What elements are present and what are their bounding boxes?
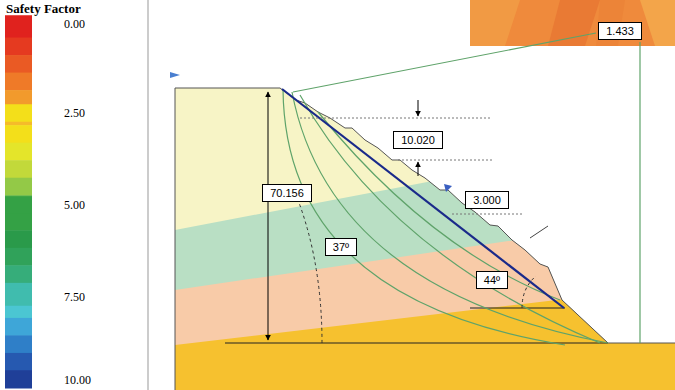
value-box: 1.433: [598, 22, 642, 40]
contour-inset: [470, 0, 675, 46]
color-band: [5, 335, 32, 353]
value-text: 44º: [484, 274, 500, 286]
legend-label: 2.50: [64, 106, 85, 121]
slope-outline: [175, 88, 675, 390]
value-box: 37º: [325, 238, 357, 256]
soil-layers: [170, 80, 675, 390]
critical-line: [282, 89, 564, 308]
color-bar: [5, 15, 32, 388]
color-band: [5, 38, 32, 56]
dimension-arrow: [418, 100, 419, 116]
color-band: [5, 213, 32, 231]
color-band: [5, 73, 32, 91]
dimension-tick: [530, 226, 548, 238]
legend-swatch: [5, 370, 32, 388]
color-band: [5, 125, 32, 143]
value-box: 70.156: [262, 184, 312, 202]
color-band: [5, 55, 32, 73]
legend-label: 0.00: [64, 17, 85, 32]
axis-marker: [170, 72, 180, 78]
color-band: [5, 353, 32, 371]
legend-swatch: [5, 104, 32, 122]
legend-swatch: [5, 196, 32, 214]
value-box: 44º: [476, 271, 508, 289]
dimension-guide: [398, 160, 492, 161]
legend-label: 5.00: [64, 198, 85, 213]
legend-swatch: [5, 15, 32, 33]
legend-swatch: [5, 288, 32, 306]
legend-title: Safety Factor: [6, 1, 81, 17]
legend-label: 10.00: [64, 373, 91, 388]
legend-label: 7.50: [64, 290, 85, 305]
value-box: 3.000: [465, 191, 509, 209]
dimension-guide: [452, 214, 522, 215]
color-band: [5, 230, 32, 248]
color-band: [5, 318, 32, 336]
value-box: 10.020: [393, 131, 443, 149]
color-band: [5, 160, 32, 178]
value-text: 37º: [333, 241, 349, 253]
value-text: 3.000: [473, 194, 501, 206]
legend-panel: [0, 0, 148, 390]
dimension-guide: [300, 118, 492, 119]
color-band: [5, 370, 32, 388]
panel-divider: [148, 0, 149, 390]
leader-line: [293, 33, 596, 92]
color-band: [5, 178, 32, 196]
value-text: 10.020: [401, 134, 435, 146]
color-band: [5, 195, 32, 213]
value-text: 70.156: [270, 187, 304, 199]
value-text: 1.433: [606, 25, 634, 37]
leader-line: [639, 42, 640, 343]
height-dimension: [268, 92, 269, 340]
dimension-arrow: [418, 162, 419, 176]
angle-arc: [292, 185, 322, 343]
weight-marker: [444, 184, 452, 192]
color-band: [5, 265, 32, 283]
color-band: [5, 143, 32, 161]
slip-surfaces: [283, 89, 608, 345]
angle-arc: [522, 276, 536, 308]
color-band: [5, 248, 32, 266]
